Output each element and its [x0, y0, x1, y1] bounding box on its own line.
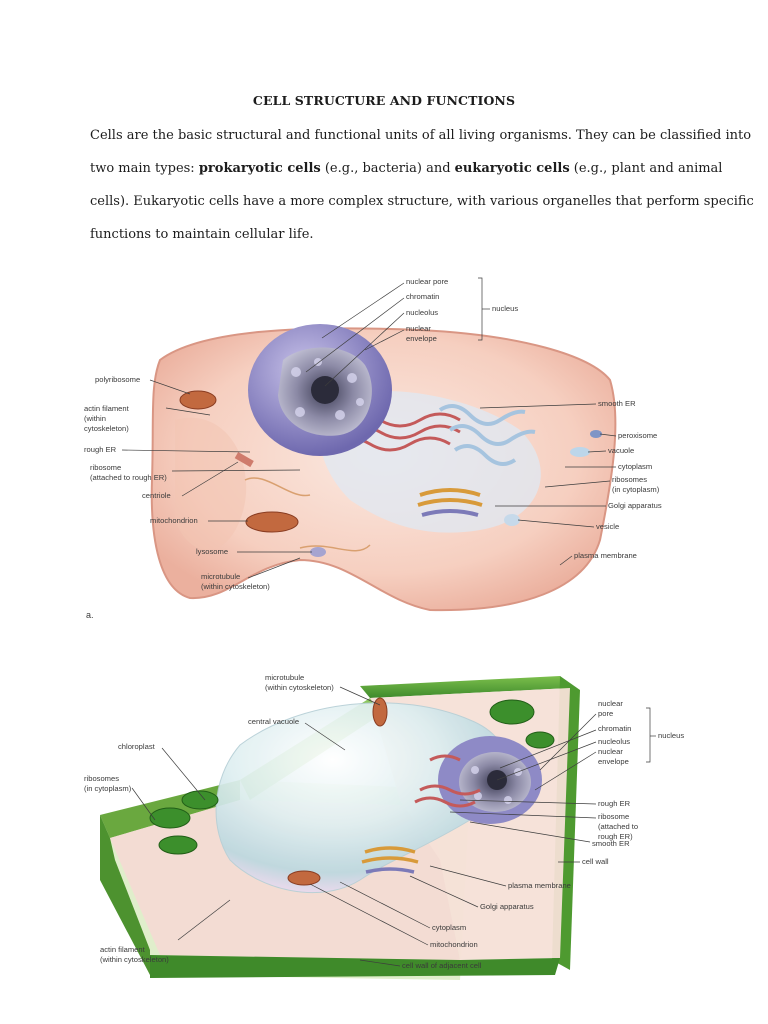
plant-central-vacuole [215, 702, 508, 894]
label-chromatin: chromatin [406, 292, 439, 301]
label-vacuole: vacuole [608, 446, 634, 455]
label-ribosome: (attached to [598, 822, 638, 831]
label-golgi-apparatus: Golgi apparatus [480, 902, 534, 911]
plant-cell-wall-bottom [150, 955, 560, 978]
paragraph-text: (e.g., plant and animal [569, 161, 723, 176]
animal-lysosome [310, 547, 326, 557]
label-microtubule: (within cytoskeleton) [201, 582, 270, 591]
label-lysosome: lysosome [196, 547, 228, 556]
paragraph-line: cells). Eukaryotic cells have a more com… [90, 194, 754, 209]
plant-mitochondrion [287, 870, 321, 886]
label-polyribosome: polyribosome [95, 375, 140, 384]
label-microtubule: (within cytoskeleton) [265, 683, 334, 692]
label-nuclear-envelope: envelope [406, 334, 437, 343]
label-nucleus: nucleus [658, 731, 684, 740]
label-actin-filament: cytoskeleton) [84, 424, 129, 433]
animal-label-lines [121, 277, 617, 579]
label-ribosome: rough ER) [598, 832, 633, 841]
label-ribosome: ribosome [598, 812, 629, 821]
label-ribosomes: ribosomes [612, 475, 647, 484]
animal-golgi [419, 488, 481, 497]
label-peroxisome: peroxisome [618, 431, 657, 440]
label-microtubule: microtubule [201, 572, 240, 581]
label-ribosomes: (in cytoplasm) [84, 784, 132, 793]
label-cell-wall: cell wall [582, 857, 609, 866]
label-smooth-er: smooth ER [592, 839, 630, 848]
label-golgi-apparatus: Golgi apparatus [608, 501, 662, 510]
label-nuclear-pore: nuclear [598, 699, 623, 708]
plant-cell-illustration: microtubule (within cytoskeleton) centra… [84, 663, 684, 981]
label-adjacent-cell-wall: cell wall of adjacent cell [402, 961, 482, 970]
label-smooth-er: smooth ER [598, 399, 636, 408]
label-nuclear-envelope: envelope [598, 757, 629, 766]
label-nuclear-pore: pore [598, 709, 613, 718]
panel-letter-a: a. [86, 610, 94, 620]
label-vesicle: vesicle [596, 522, 619, 531]
label-nuclear-envelope: nuclear [598, 747, 623, 756]
label-nuclear-envelope: nuclear [406, 324, 431, 333]
animal-cell-illustration: a. nuclear pore chromatin [84, 277, 662, 621]
plant-golgi [364, 846, 416, 854]
label-central-vacuole: central vacuole [248, 717, 299, 726]
animal-nucleolus [311, 376, 339, 404]
label-rough-er: rough ER [598, 799, 631, 808]
plant-cell-wall-top [360, 676, 570, 698]
label-rough-er: rough ER [84, 445, 117, 454]
plant-label-lines [131, 686, 656, 967]
paragraph-line: Cells are the basic structural and funct… [90, 128, 752, 143]
label-actin-filament: (within cytoskeleton) [100, 955, 169, 964]
animal-vacuole [570, 447, 590, 457]
label-mitochondrion: mitochondrion [430, 940, 478, 949]
label-ribosome: ribosome [90, 463, 121, 472]
label-actin-filament: (within [84, 414, 106, 423]
label-centriole: centriole [142, 491, 171, 500]
document-title: CELL STRUCTURE AND FUNCTIONS [252, 93, 516, 108]
label-cytoplasm: cytoplasm [618, 462, 652, 471]
plant-chloroplasts [149, 699, 555, 855]
prokaryotic-term: prokaryotic cells [198, 161, 321, 176]
intro-paragraph: Cells are the basic structural and funct… [90, 119, 754, 251]
label-ribosomes: (in cytoplasm) [612, 485, 660, 494]
label-microtubule: microtubule [265, 673, 304, 682]
label-nucleolus: nucleolus [598, 737, 630, 746]
label-actin-filament: actin filament [100, 945, 146, 954]
label-nucleolus: nucleolus [406, 308, 438, 317]
paragraph-text: (e.g., bacteria) and [320, 161, 455, 176]
label-nuclear-pore: nuclear pore [406, 277, 448, 286]
label-nucleus: nucleus [492, 304, 518, 313]
paragraph-line: two main types: prokaryotic cells (e.g.,… [90, 152, 722, 185]
animal-mitochondrion [245, 511, 299, 533]
eukaryotic-term: eukaryotic cells [454, 161, 570, 176]
label-chloroplast: chloroplast [118, 742, 156, 751]
label-ribosomes: ribosomes [84, 774, 119, 783]
label-plasma-membrane: plasma membrane [574, 551, 637, 560]
label-cytoplasm: cytoplasm [432, 923, 466, 932]
paragraph-line: functions to maintain cellular life. [90, 227, 314, 242]
label-actin-filament: actin filament [84, 404, 130, 413]
paragraph-text: two main types: [90, 161, 199, 176]
label-ribosome: (attached to rough ER) [90, 473, 167, 482]
label-chromatin: chromatin [598, 724, 631, 733]
label-plasma-membrane: plasma membrane [508, 881, 571, 890]
label-mitochondrion: mitochondrion [150, 516, 198, 525]
